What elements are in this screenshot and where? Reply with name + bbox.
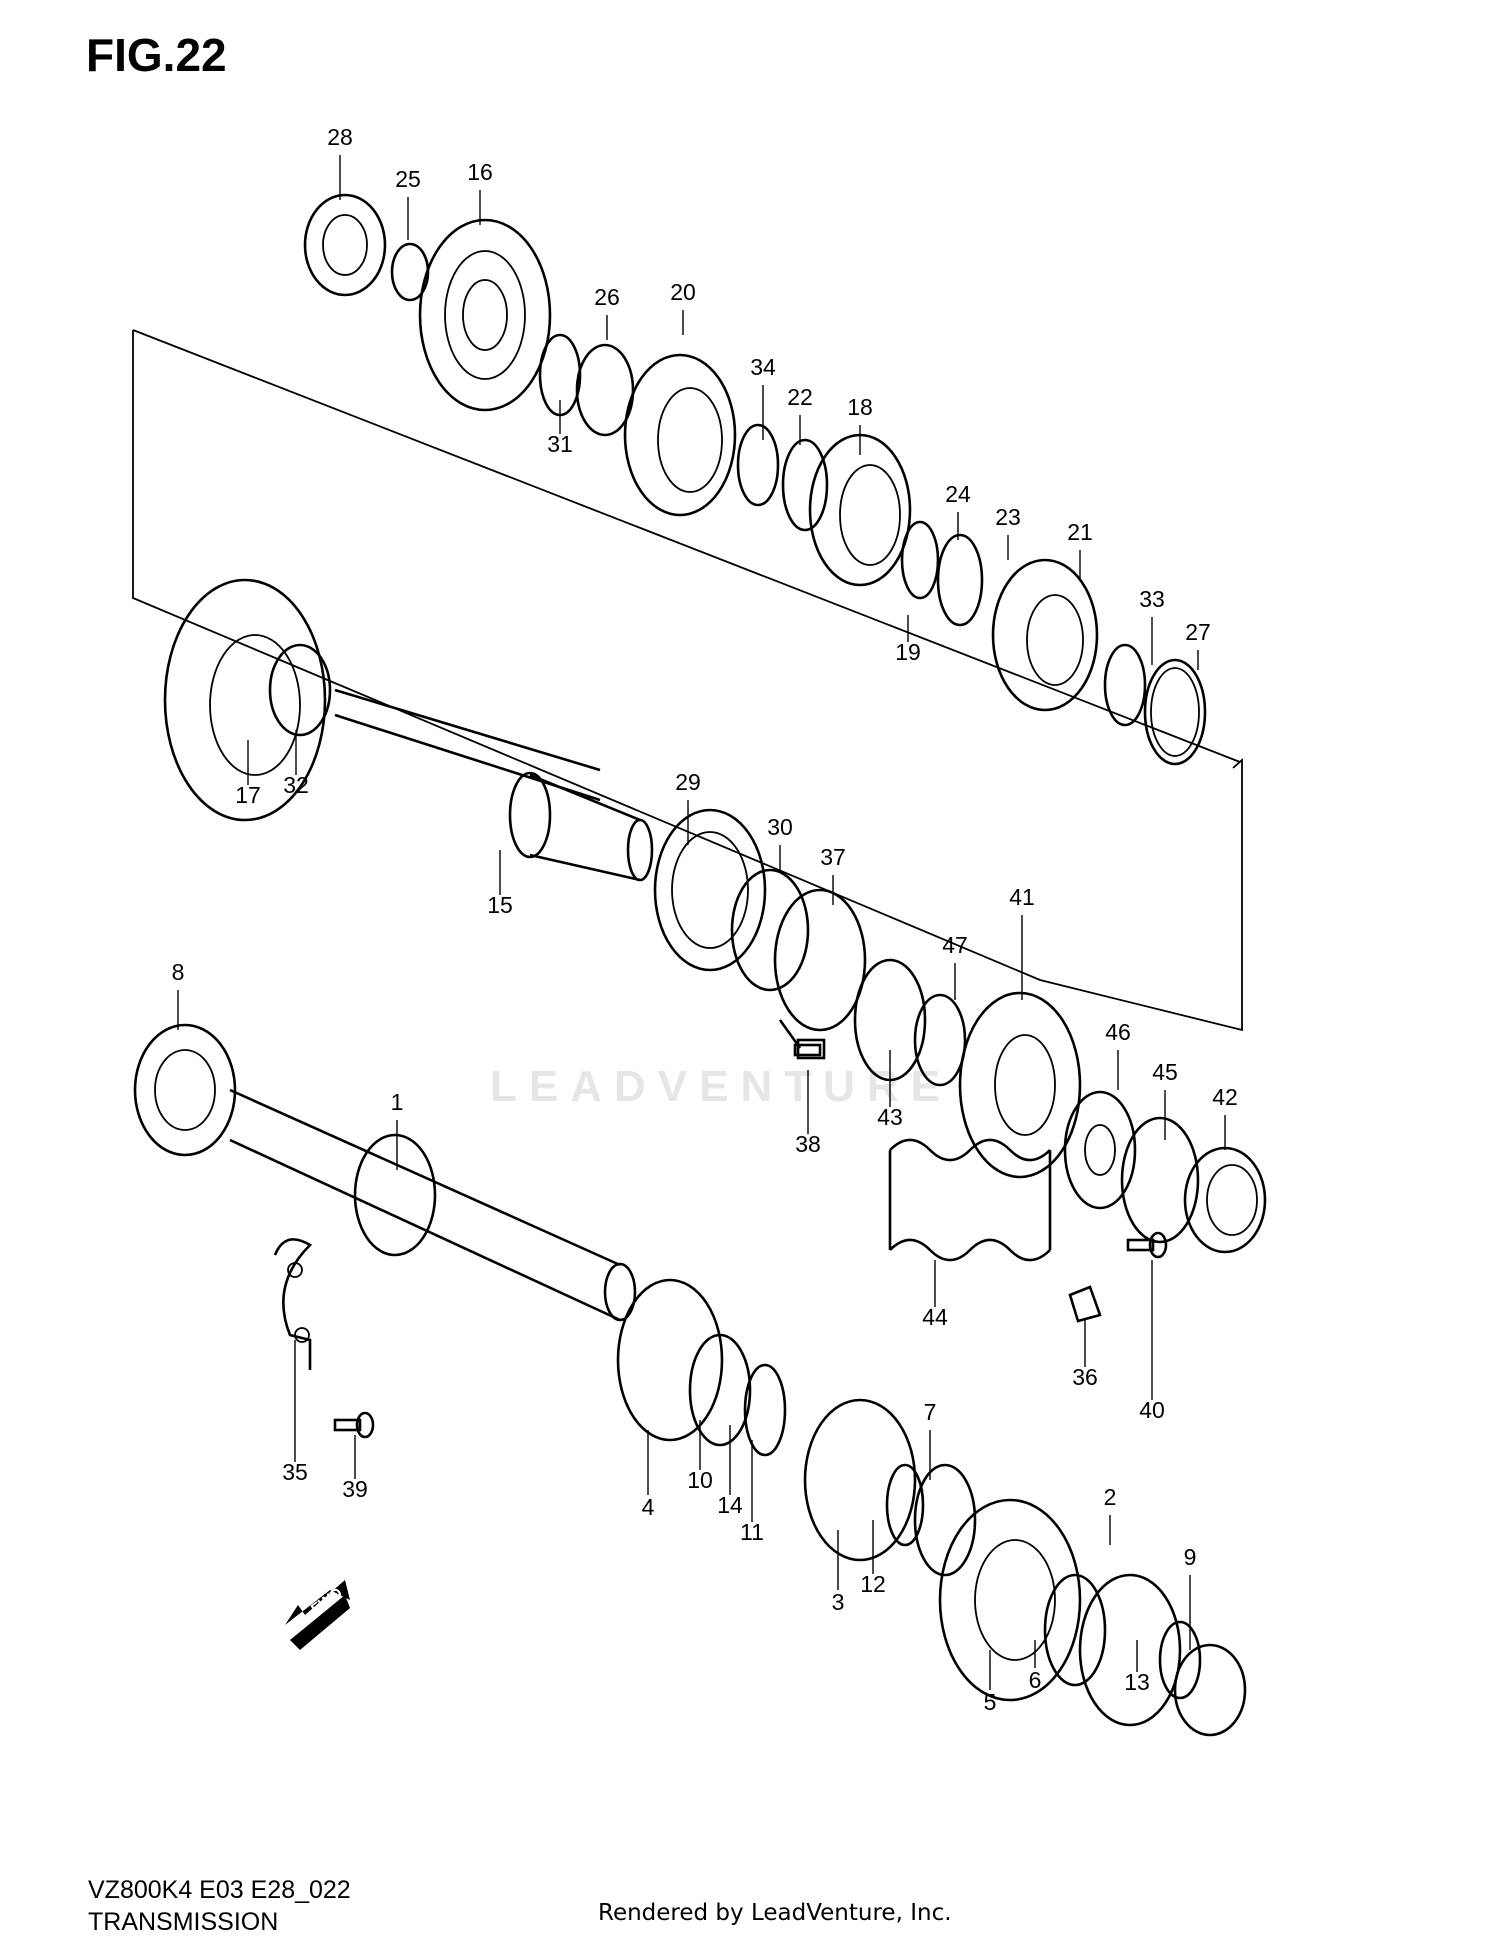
callout-number-14: 14	[717, 1492, 743, 1518]
callout-number-43: 43	[877, 1104, 903, 1130]
callout-number-2: 2	[1104, 1484, 1117, 1510]
callout-number-34: 34	[750, 354, 776, 380]
countershaft-group-frame	[132, 330, 1243, 1032]
callout-number-28: 28	[327, 124, 353, 150]
callout-number-40: 40	[1139, 1397, 1165, 1423]
callout-number-36: 36	[1072, 1364, 1098, 1390]
callout-number-13: 13	[1124, 1669, 1150, 1695]
callout-number-45: 45	[1152, 1059, 1178, 1085]
callout-number-1: 1	[391, 1089, 404, 1115]
rendered-by-credit: Rendered by LeadVenture, Inc.	[598, 1900, 952, 1926]
callout-number-38: 38	[795, 1131, 821, 1157]
callout-number-12: 12	[860, 1571, 886, 1597]
callout-number-31: 31	[547, 431, 573, 457]
callout-number-17: 17	[235, 782, 261, 808]
frame-line-upper	[132, 329, 1241, 763]
callout-number-26: 26	[594, 284, 620, 310]
callout-number-6: 6	[1029, 1667, 1042, 1693]
lower-gears	[616, 1278, 1247, 1737]
callout-number-18: 18	[847, 394, 873, 420]
callout-number-21: 21	[1067, 519, 1093, 545]
watermark-logo: LEADVENTURE	[490, 1062, 953, 1111]
callout-number-20: 20	[670, 279, 696, 305]
callout-number-32: 32	[283, 772, 309, 798]
figure-title: FIG.22	[86, 29, 227, 81]
callout-number-30: 30	[767, 814, 793, 840]
callout-number-10: 10	[687, 1467, 713, 1493]
fwd-arrow-icon: FWD	[285, 1580, 350, 1650]
callout-number-44: 44	[922, 1304, 948, 1330]
model-code: VZ800K4 E03 E28_022	[88, 1876, 351, 1904]
callout-number-35: 35	[282, 1459, 308, 1485]
callout-number-33: 33	[1139, 586, 1165, 612]
callout-number-39: 39	[342, 1476, 368, 1502]
callout-number-8: 8	[172, 959, 185, 985]
callout-number-16: 16	[467, 159, 493, 185]
callout-number-25: 25	[395, 166, 421, 192]
callout-number-4: 4	[642, 1494, 655, 1520]
callout-number-27: 27	[1185, 619, 1211, 645]
callout-number-42: 42	[1212, 1084, 1238, 1110]
callout-number-9: 9	[1184, 1544, 1197, 1570]
callout-number-5: 5	[984, 1689, 997, 1715]
callout-number-19: 19	[895, 639, 921, 665]
callout-number-24: 24	[945, 481, 971, 507]
sprocket-group	[653, 808, 1267, 1262]
driveshaft	[133, 1023, 637, 1322]
callout-leaders	[177, 155, 1226, 1690]
callout-number-15: 15	[487, 892, 513, 918]
countershaft	[163, 578, 654, 882]
callout-number-41: 41	[1009, 884, 1035, 910]
brackets-bolts	[273, 1043, 1168, 1439]
callout-number-23: 23	[995, 504, 1021, 530]
callout-number-3: 3	[832, 1589, 845, 1615]
callout-number-7: 7	[924, 1399, 937, 1425]
callout-number-47: 47	[942, 932, 968, 958]
callout-number-29: 29	[675, 769, 701, 795]
callout-number-11: 11	[740, 1519, 764, 1545]
callout-labels: 1234567891011121314151617181920212223242…	[172, 124, 1238, 1715]
callout-number-46: 46	[1105, 1019, 1131, 1045]
upper-parts	[303, 193, 1207, 766]
callout-number-22: 22	[787, 384, 813, 410]
callout-number-37: 37	[820, 844, 846, 870]
section-name: TRANSMISSION	[88, 1908, 279, 1936]
